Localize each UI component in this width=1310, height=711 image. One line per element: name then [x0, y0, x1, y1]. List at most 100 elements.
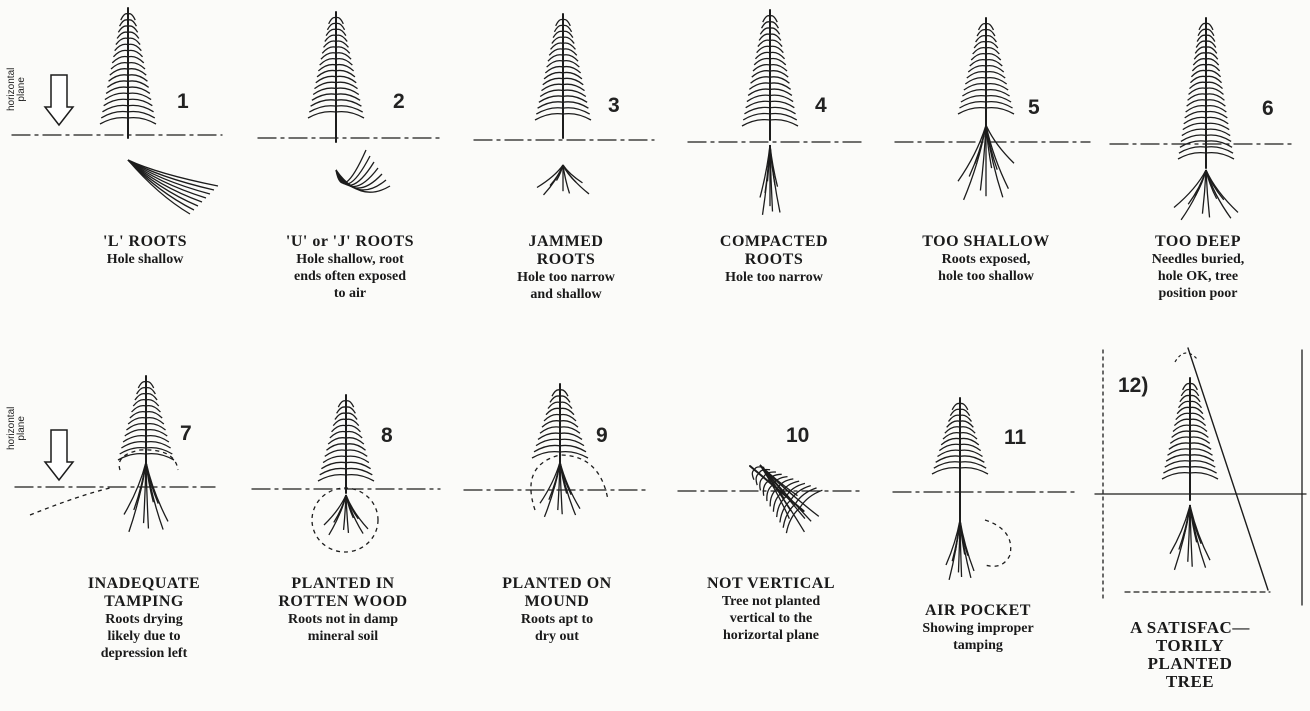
panel-number-4: 4 — [815, 94, 827, 118]
seedling-4 — [742, 10, 798, 140]
caption-12: A SATISFAC— TORILY PLANTED TREE — [1090, 619, 1290, 691]
seedling-9 — [532, 384, 588, 464]
seedling-7 — [118, 376, 174, 464]
caption-10: NOT VERTICAL Tree not planted vertical t… — [671, 575, 871, 644]
caption-desc-line: tamping — [878, 637, 1078, 654]
panel-number-12: 12) — [1118, 374, 1148, 398]
caption-8: PLANTED IN ROTTEN WOOD Roots not in damp… — [243, 575, 443, 645]
seedling-12 — [1162, 378, 1218, 500]
roots-11 — [946, 520, 974, 580]
seedling-2 — [308, 12, 364, 142]
caption-desc-line: depression left — [44, 645, 244, 662]
caption-desc-line: Roots apt to — [457, 611, 657, 628]
caption-title-line: MOUND — [457, 593, 657, 611]
panel-number-6: 6 — [1262, 97, 1274, 121]
caption-title-line: TAMPING — [44, 593, 244, 611]
panel-number-11: 11 — [1004, 426, 1026, 450]
caption-title-line: ROOTS — [674, 251, 874, 269]
caption-title-line: ROOTS — [466, 251, 666, 269]
seedling-3 — [535, 14, 591, 138]
panel-number-3: 3 — [608, 94, 620, 118]
seedling-1 — [100, 8, 156, 138]
caption-desc-line: Roots exposed, — [886, 251, 1086, 268]
caption-desc-line: Hole shallow — [45, 251, 245, 268]
plane-label-line2: plane — [16, 416, 27, 440]
caption-desc-line: Hole too narrow — [674, 269, 874, 286]
roots-1 — [128, 160, 218, 214]
caption-title-line: JAMMED — [466, 233, 666, 251]
caption-title-line: PLANTED IN — [243, 575, 443, 593]
caption-4: COMPACTED ROOTS Hole too narrow — [674, 233, 874, 286]
caption-desc-line: Tree not planted — [671, 593, 871, 610]
caption-7: INADEQUATE TAMPING Roots drying likely d… — [44, 575, 244, 662]
caption-title-line: PLANTED — [1090, 655, 1290, 673]
caption-desc-line: Needles buried, — [1098, 251, 1298, 268]
planting-bar-12 — [1188, 348, 1268, 590]
caption-title-line: COMPACTED — [674, 233, 874, 251]
roots-10 — [751, 457, 821, 534]
caption-desc-line: hole OK, tree — [1098, 268, 1298, 285]
roots-5 — [958, 125, 1014, 200]
caption-title-line: ROTTEN WOOD — [243, 593, 443, 611]
seedling-6 — [1178, 18, 1234, 168]
caption-desc-line: horizortal plane — [671, 627, 871, 644]
caption-6: TOO DEEP Needles buried, hole OK, tree p… — [1098, 233, 1298, 302]
caption-desc-line: position poor — [1098, 285, 1298, 302]
caption-desc-line: Roots drying — [44, 611, 244, 628]
caption-9: PLANTED ON MOUND Roots apt to dry out — [457, 575, 657, 645]
air-pocket-outline — [985, 520, 1011, 566]
roots-6 — [1174, 170, 1238, 220]
plane-label-bottom: horizontal plane — [7, 407, 27, 450]
roots-4 — [760, 145, 780, 215]
plane-label-line2: plane — [16, 77, 27, 101]
depression-outline-7 — [30, 488, 110, 515]
caption-desc-line: hole too shallow — [886, 268, 1086, 285]
panel-number-7: 7 — [180, 422, 192, 446]
caption-desc-line: dry out — [457, 628, 657, 645]
caption-title-line: TORILY — [1090, 637, 1290, 655]
caption-desc-line: mineral soil — [243, 628, 443, 645]
caption-title-line: 'U' or 'J' ROOTS — [250, 233, 450, 251]
caption-title-line: NOT VERTICAL — [671, 575, 871, 593]
caption-desc-line: vertical to the — [671, 610, 871, 627]
caption-title-line: AIR POCKET — [878, 602, 1078, 620]
panel-number-10: 10 — [786, 424, 809, 448]
roots-8 — [324, 495, 368, 535]
frame-top-12 — [1175, 353, 1198, 362]
caption-desc-line: Roots not in damp — [243, 611, 443, 628]
caption-title-line: 'L' ROOTS — [45, 233, 245, 251]
roots-2 — [336, 150, 390, 192]
caption-desc-line: Hole shallow, root — [250, 251, 450, 268]
seedling-5 — [958, 18, 1014, 128]
caption-desc-line: and shallow — [466, 286, 666, 303]
caption-title-line: INADEQUATE — [44, 575, 244, 593]
caption-title-line: TOO DEEP — [1098, 233, 1298, 251]
panel-number-5: 5 — [1028, 96, 1040, 120]
panel-number-8: 8 — [381, 424, 393, 448]
horizontal-plane-arrow-top — [45, 75, 73, 125]
caption-title-line: A SATISFAC— — [1090, 619, 1290, 637]
horizontal-plane-arrow-bottom — [45, 430, 73, 480]
caption-desc-line: to air — [250, 285, 450, 302]
caption-title-line: TOO SHALLOW — [886, 233, 1086, 251]
panel-number-2: 2 — [393, 90, 405, 114]
caption-desc-line: Hole too narrow — [466, 269, 666, 286]
roots-3 — [537, 165, 589, 195]
panel-number-9: 9 — [596, 424, 608, 448]
caption-2: 'U' or 'J' ROOTS Hole shallow, root ends… — [250, 233, 450, 302]
roots-7 — [124, 462, 168, 532]
plane-label-top: horizontal plane — [7, 68, 27, 111]
caption-desc-line: likely due to — [44, 628, 244, 645]
caption-3: JAMMED ROOTS Hole too narrow and shallow — [466, 233, 666, 303]
roots-12 — [1170, 505, 1210, 570]
caption-desc-line: ends often exposed — [250, 268, 450, 285]
caption-desc-line: Showing improper — [878, 620, 1078, 637]
mound-outline — [531, 455, 608, 510]
panel-number-1: 1 — [177, 90, 189, 114]
caption-5: TOO SHALLOW Roots exposed, hole too shal… — [886, 233, 1086, 285]
caption-title-line: TREE — [1090, 673, 1290, 691]
seedling-8 — [318, 395, 374, 493]
caption-title-line: PLANTED ON — [457, 575, 657, 593]
caption-1: 'L' ROOTS Hole shallow — [45, 233, 245, 268]
